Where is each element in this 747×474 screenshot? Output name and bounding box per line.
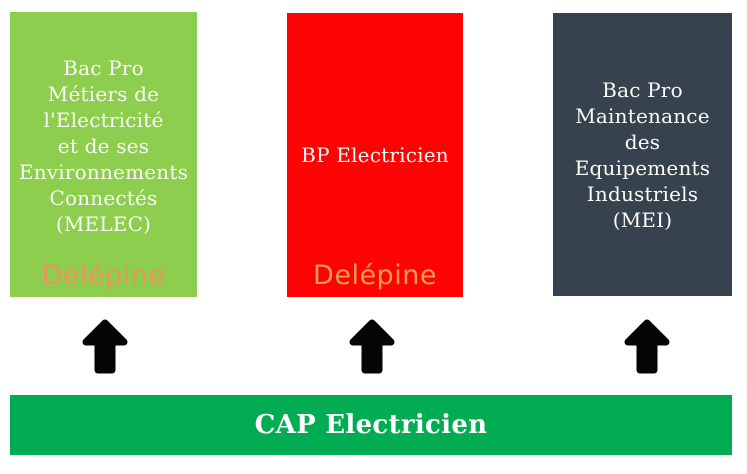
banner-cap-electricien-label: CAP Electricien [254, 410, 488, 440]
box-bp-electricien-label: BP Electricien [301, 143, 449, 167]
box-bac-pro-mei-label: Bac Pro Maintenance des Equipements Indu… [574, 77, 711, 232]
box-bac-pro-melec: Bac Pro Métiers de l'Electricité et de s… [10, 12, 197, 297]
box-bac-pro-melec-school-label: Delépine [41, 260, 166, 291]
up-arrow-icon [82, 319, 128, 374]
up-arrow-icon [624, 319, 670, 374]
box-bp-electricien-school-label: Delépine [313, 260, 437, 291]
banner-cap-electricien: CAP Electricien [10, 395, 732, 455]
box-bp-electricien: BP Electricien Delépine [287, 13, 463, 297]
box-bac-pro-mei: Bac Pro Maintenance des Equipements Indu… [553, 13, 732, 296]
up-arrow-icon [349, 319, 395, 374]
box-bac-pro-melec-label: Bac Pro Métiers de l'Electricité et de s… [18, 55, 189, 236]
